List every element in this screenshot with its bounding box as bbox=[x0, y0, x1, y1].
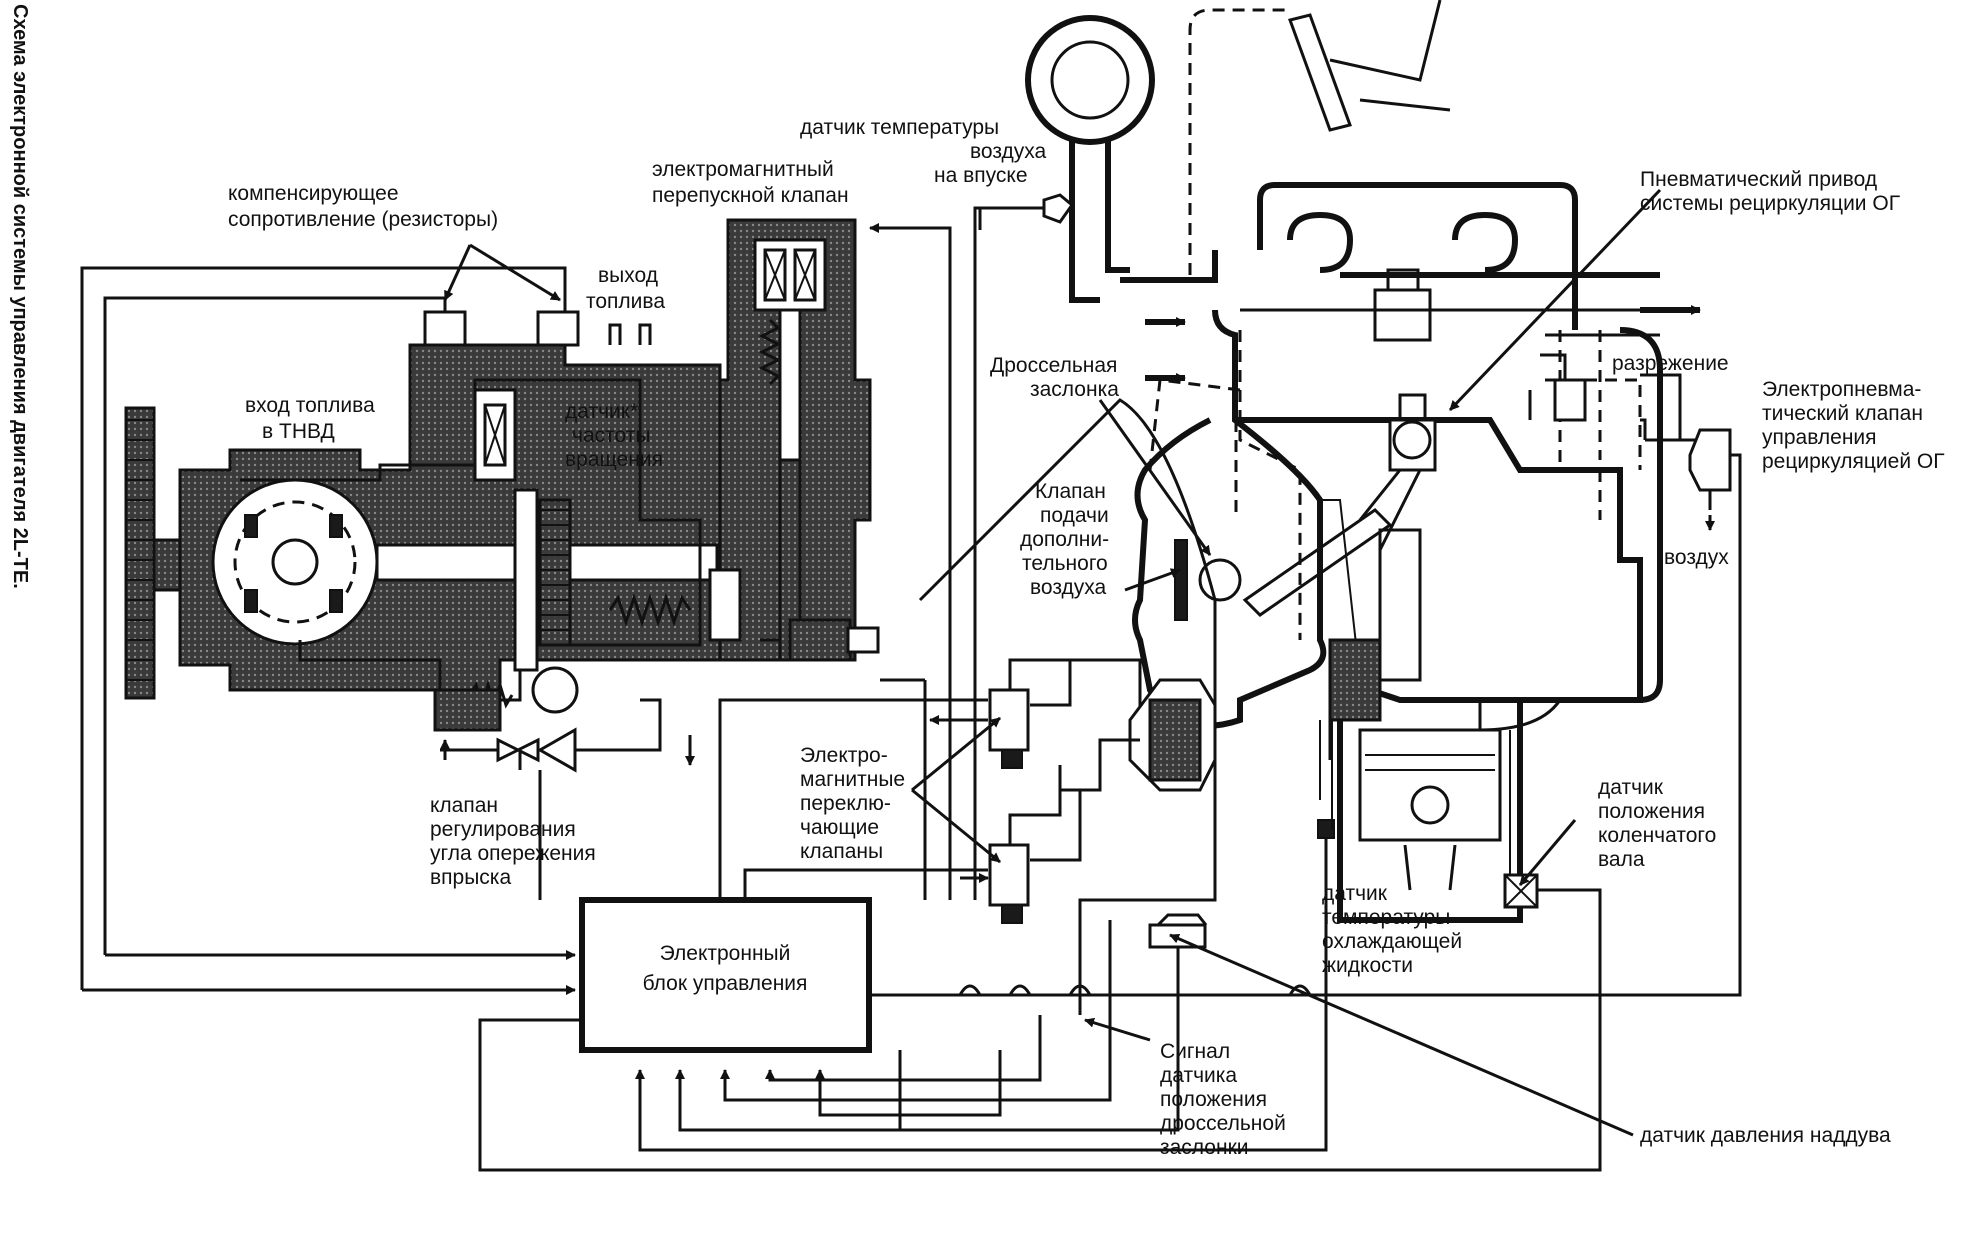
timing-valve-symbol bbox=[440, 698, 695, 773]
label-fuel-out-1: выход bbox=[598, 264, 658, 287]
label-em-switch-4: чающие bbox=[800, 816, 879, 839]
engine bbox=[1025, 0, 1722, 923]
label-aux-air-2: подачи bbox=[1040, 504, 1109, 527]
label-em-switch-3: переклю- bbox=[800, 792, 891, 815]
drive-gear bbox=[124, 406, 156, 700]
ep-egr-valve bbox=[1645, 428, 1732, 531]
label-speed-sensor-2: частоты bbox=[572, 424, 650, 447]
label-ep-valve-1: Электропневма- bbox=[1762, 378, 1921, 401]
label-throttle-1: Дроссельная bbox=[990, 354, 1117, 377]
label-pneumo-egr-1: Пневматический привод bbox=[1640, 168, 1877, 191]
piston bbox=[1358, 728, 1502, 842]
ecu-label-1: Электронный bbox=[660, 942, 791, 965]
label-timing-valve-4: впрыска bbox=[430, 866, 511, 889]
label-intake-temp-1: датчик температуры bbox=[800, 116, 999, 139]
ecu-label-2: блок управления bbox=[643, 972, 808, 995]
intake-manifold bbox=[1132, 309, 1327, 729]
bypass-connector bbox=[788, 618, 880, 662]
label-ep-valve-2: тический клапан bbox=[1762, 402, 1923, 425]
label-coolant-temp-1: датчик bbox=[1322, 882, 1388, 905]
label-air: воздух bbox=[1664, 546, 1729, 569]
wiring bbox=[80, 206, 1742, 1172]
label-crank-sensor-1: датчик bbox=[1598, 776, 1664, 799]
label-vacuum: разрежение bbox=[1612, 352, 1729, 375]
label-comp-resist-2: сопротивление (резисторы) bbox=[228, 208, 498, 231]
label-ep-valve-3: управления bbox=[1762, 426, 1877, 449]
label-coolant-temp-3: охлаждающей bbox=[1322, 930, 1462, 953]
resistor-2 bbox=[536, 310, 580, 347]
label-fuel-in-1: вход топлива bbox=[245, 394, 375, 417]
fuel-outlet bbox=[608, 323, 652, 345]
label-comp-resist-1: компенсирующее bbox=[228, 182, 399, 205]
label-speed-sensor-1: датчик* bbox=[565, 400, 638, 423]
cylinder-head bbox=[1235, 417, 1643, 703]
egr-actuator bbox=[1392, 420, 1432, 460]
side-title: Схема электронной системы управления дви… bbox=[9, 4, 31, 589]
em-switching-valve-1 bbox=[988, 658, 1142, 769]
em-bypass-valve bbox=[708, 218, 872, 662]
label-crank-sensor-4: вала bbox=[1598, 848, 1645, 871]
leaders bbox=[443, 188, 1662, 1137]
ecu-block: Электронный блок управления bbox=[579, 897, 872, 1053]
accelerator-pedal bbox=[1288, 13, 1352, 132]
label-coolant-temp-2: температуры bbox=[1322, 906, 1450, 929]
label-timing-valve-3: угла опережения bbox=[430, 842, 596, 865]
label-intake-temp-2: воздуха bbox=[970, 140, 1047, 163]
injection-pump bbox=[124, 310, 722, 732]
label-timing-valve-2: регулирования bbox=[430, 818, 576, 841]
label-fuel-in-2: в ТНВД bbox=[262, 420, 335, 443]
label-throttle-signal-3: положения bbox=[1160, 1088, 1267, 1111]
label-em-bypass-1: электромагнитный bbox=[652, 158, 834, 181]
label-em-switch-5: клапаны bbox=[800, 840, 883, 863]
label-aux-air-4: тельного bbox=[1022, 552, 1108, 575]
label-throttle-signal-4: дроссельной bbox=[1160, 1112, 1286, 1135]
label-aux-air-5: воздуха bbox=[1030, 576, 1107, 599]
label-aux-air-1: Клапан bbox=[1035, 480, 1106, 503]
label-throttle-signal-1: Сигнал bbox=[1160, 1040, 1230, 1063]
label-coolant-temp-4: жидкости bbox=[1322, 954, 1413, 977]
label-intake-temp-3: на впуске bbox=[934, 164, 1028, 187]
label-throttle-signal-5: заслонки bbox=[1160, 1136, 1249, 1159]
turbocharger bbox=[1257, 182, 1578, 330]
label-throttle-2: заслонка bbox=[1030, 378, 1119, 401]
label-speed-sensor-3: вращения bbox=[565, 448, 663, 471]
throttle-valve bbox=[1198, 558, 1242, 602]
aux-device bbox=[1060, 678, 1217, 792]
resistor-1 bbox=[423, 310, 467, 347]
label-crank-sensor-3: коленчатого bbox=[1598, 824, 1716, 847]
labels: компенсирующее сопротивление (резисторы)… bbox=[228, 116, 1945, 1159]
label-aux-air-3: дополни- bbox=[1020, 528, 1109, 551]
label-ep-valve-4: рециркуляцией ОГ bbox=[1762, 450, 1945, 473]
em-switching-valve-2 bbox=[988, 765, 1082, 924]
label-timing-valve-1: клапан bbox=[430, 794, 498, 817]
label-em-switch-1: Электро- bbox=[800, 744, 888, 767]
air-cleaner bbox=[1025, 15, 1155, 145]
label-pneumo-egr-2: системы рециркуляции ОГ bbox=[1640, 192, 1900, 215]
label-em-bypass-2: перепускной клапан bbox=[652, 184, 849, 207]
label-fuel-out-2: топлива bbox=[586, 290, 665, 313]
label-em-switch-2: магнитные bbox=[800, 768, 905, 791]
boost-sensor-body bbox=[1148, 923, 1207, 949]
label-throttle-signal-2: датчика bbox=[1160, 1064, 1237, 1087]
label-boost-sensor: датчик давления наддува bbox=[1640, 1124, 1891, 1147]
label-crank-sensor-2: положения bbox=[1598, 800, 1705, 823]
intake-temp-sensor bbox=[978, 193, 1075, 230]
